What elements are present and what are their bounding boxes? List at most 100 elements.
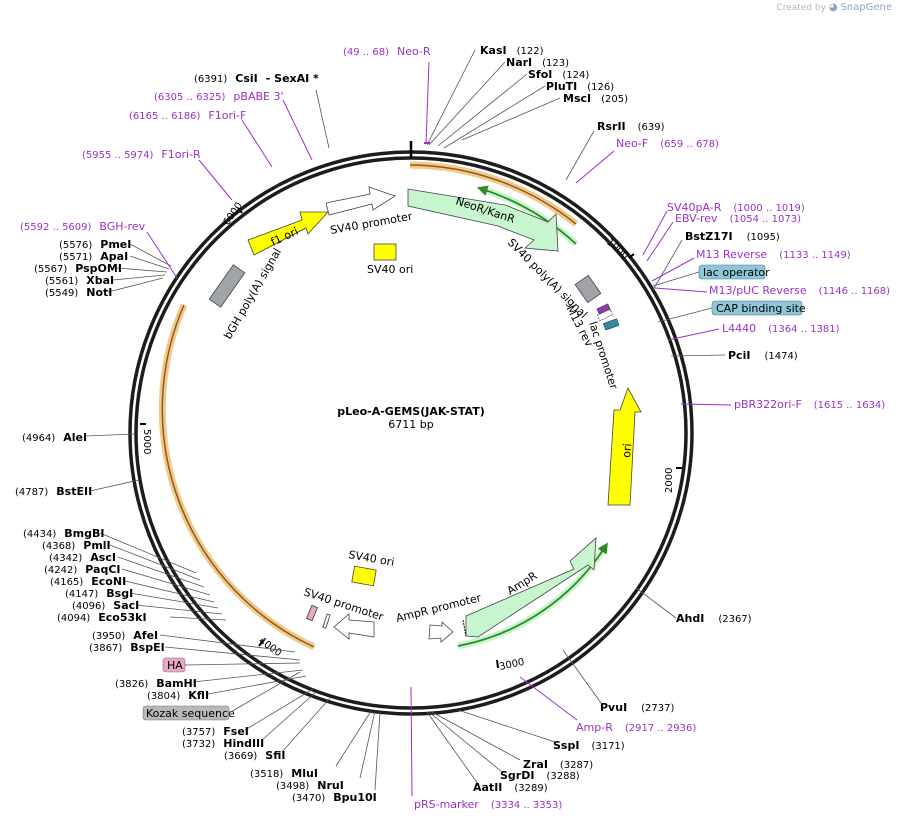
- enzyme-name: AfeI: [133, 629, 158, 642]
- enzyme-pos: (3757): [182, 727, 215, 738]
- enzyme-name: PmeI: [100, 238, 131, 251]
- enzyme-label: SspI (3171): [553, 739, 625, 752]
- primer-label: Amp-R(2917 .. 2936): [576, 721, 696, 734]
- leader-lines: [244, 688, 331, 753]
- orf-arc-insert: [158, 303, 316, 651]
- enzyme-label: (3669)SfiI: [224, 749, 285, 762]
- tick-4000: [258, 639, 264, 647]
- enzyme-pos: (3732): [182, 739, 215, 750]
- enzyme-name: BstZ17I: [685, 230, 733, 243]
- enzyme-name: SacI: [113, 599, 139, 612]
- feature-bgh-polya: [208, 264, 246, 308]
- credit-app: SnapGene: [840, 2, 892, 13]
- enzyme-label: SfoI(124): [528, 68, 589, 81]
- enzyme-pos: (3171): [591, 741, 624, 752]
- enzyme-pos: (4787): [15, 487, 48, 498]
- feature-label-sv40promoter-lower: SV40 promoter: [302, 585, 385, 623]
- enzyme-label: (3498)NruI: [276, 779, 344, 792]
- enzyme-pos: (3950): [92, 631, 125, 642]
- enzyme-name: KasI: [480, 44, 507, 57]
- created-by-credit: Created by ◕ SnapGene: [776, 2, 892, 13]
- primer-label: (49 .. 68)Neo-R: [343, 45, 431, 58]
- enzymes-bottom: PvuI(2737) SspI(3171) ZraI(3287) SgrDI(3…: [89, 629, 675, 804]
- enzyme-label: (3732) HindIII: [182, 737, 264, 750]
- enzyme-label: BstZ17I(1095): [685, 230, 780, 243]
- primer-pos: (49 .. 68): [343, 47, 389, 58]
- enzyme-name: Eco53kI: [98, 611, 146, 624]
- leader-lines: [107, 243, 172, 293]
- leader-line: [565, 130, 595, 181]
- enzyme-pos: (1474): [764, 351, 797, 362]
- primer-pos: (1054 .. 1073): [730, 214, 802, 225]
- enzyme-pos: (3289): [514, 783, 547, 794]
- primer-label: EBV-rev(1054 .. 1073): [675, 212, 801, 225]
- enzyme-name: BsgI: [106, 587, 133, 600]
- primer-leader: [519, 676, 578, 721]
- enzyme-pos: (5576): [59, 240, 92, 251]
- enzyme-name: BamHI: [156, 677, 197, 690]
- enzyme-name: AleI: [63, 431, 87, 444]
- leader-line: [184, 662, 301, 666]
- enzyme-pos: (205): [601, 94, 628, 105]
- primer-leader: [680, 403, 732, 406]
- primer-leader: [575, 150, 615, 184]
- backbone-inner: [134, 156, 688, 710]
- enzyme-name: CsiI: [235, 72, 257, 85]
- enzyme-name: NotI: [86, 286, 112, 299]
- enzyme-name: PspOMI: [75, 262, 122, 275]
- enzyme-name: SspI: [553, 739, 579, 752]
- primer-label: M13/pUC Reverse(1146 .. 1168): [709, 284, 890, 297]
- cap-binding-site-label: CAP binding site: [716, 302, 806, 315]
- enzyme-label: (4434)BmgBI: [23, 527, 104, 540]
- tick-6000: [237, 207, 243, 214]
- feature-ampr-promoter: [428, 621, 454, 643]
- enzyme-pos: (5571): [59, 252, 92, 263]
- primer-name: M13/pUC Reverse: [709, 284, 807, 297]
- enzyme-label: AatII(3289): [473, 781, 548, 794]
- primer-label: SV40pA-R (1000 .. 1019): [667, 201, 805, 214]
- enzyme-pos: (4094): [57, 613, 90, 624]
- enzyme-label: NarI(123): [506, 56, 569, 69]
- feature-sv40-polya: [574, 274, 602, 304]
- primer-leader: [146, 231, 178, 279]
- primer-name: F1ori-F: [208, 109, 246, 122]
- leader-line: [315, 89, 330, 149]
- backbone-outer: [128, 150, 694, 716]
- enzyme-name: HindIII: [223, 737, 264, 750]
- enzyme-pos: (4964): [22, 433, 55, 444]
- leader-line: [652, 271, 700, 287]
- enzyme-pos: (4368): [42, 541, 75, 552]
- enzyme-label: (6391)CsiI- SexAI *: [194, 72, 319, 85]
- lac-operator-label: lac operator: [703, 266, 770, 279]
- feature-label-lac-promoter: lac promoter: [586, 320, 620, 391]
- enzyme-pos: (4147): [65, 589, 98, 600]
- enzyme-pos: (6391): [194, 74, 227, 85]
- primer-leader: [667, 328, 720, 341]
- enzyme-label: (5567) PspOMI: [34, 262, 122, 275]
- leader-lines: [426, 49, 561, 149]
- enzyme-name: BmgBI: [64, 527, 104, 540]
- feature-sv40-ori-upper: [373, 243, 397, 261]
- enzyme-pos: (5567): [34, 264, 67, 275]
- enzyme-pos: (2367): [718, 614, 751, 625]
- primer-name: SV40pA-R: [667, 201, 722, 214]
- feature-neor-kanr: [407, 188, 559, 252]
- leader-lines: [99, 532, 227, 621]
- enzyme-label: PciI(1474): [728, 349, 798, 362]
- enzyme-name: NruI: [317, 779, 344, 792]
- enzyme-pos: (3470): [292, 793, 325, 804]
- enzyme-name: PaqCI: [85, 563, 120, 576]
- tick-3000: [496, 659, 499, 669]
- enzyme-label: (4096)SacI: [72, 599, 139, 612]
- enzyme-pos: (3804): [147, 691, 180, 702]
- enzyme-name: SfoI: [528, 68, 552, 81]
- primer-pos: (1000 .. 1019): [733, 203, 805, 214]
- enzyme-label: (4964) AleI: [22, 431, 87, 444]
- primer-name: M13 Reverse: [696, 248, 767, 261]
- leader-lines: [192, 669, 307, 695]
- enzyme-name: PmlI: [83, 539, 110, 552]
- tick-label: 3000: [498, 657, 525, 673]
- primer-pos: (659 .. 678): [660, 139, 719, 150]
- primer-name: L4440: [722, 322, 756, 335]
- leader-line: [670, 354, 726, 357]
